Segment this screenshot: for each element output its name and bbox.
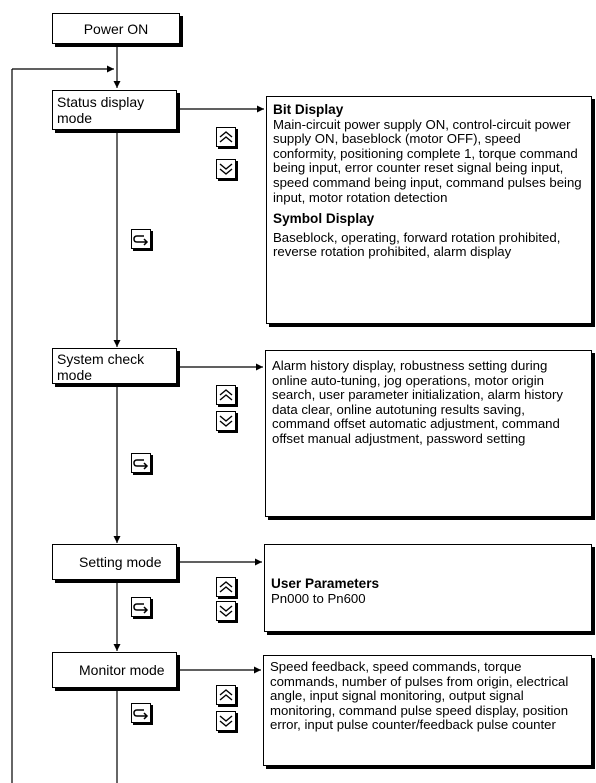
return-arrow-icon[interactable]	[131, 597, 151, 617]
return-arrow-icon[interactable]	[131, 453, 151, 473]
setting-mode-label: Setting mode	[79, 554, 162, 570]
double-chevron-down-icon[interactable]	[216, 711, 236, 731]
status-display-mode-label: Status display mode	[57, 94, 145, 126]
monitor-info-box: Speed feedback, speed commands, torque c…	[263, 655, 592, 766]
user-parameters-title: User Parameters	[271, 576, 380, 591]
system-check-mode-label: System check mode	[57, 351, 145, 383]
bit-display-title: Bit Display	[273, 102, 344, 117]
bit-display-text: Main-circuit power supply ON, control-ci…	[273, 116, 582, 205]
symbol-display-title: Symbol Display	[273, 211, 375, 227]
monitor-mode-label: Monitor mode	[79, 662, 165, 678]
double-chevron-up-icon[interactable]	[216, 385, 236, 405]
monitor-text: Speed feedback, speed commands, torque c…	[270, 659, 569, 733]
double-chevron-down-icon[interactable]	[216, 411, 236, 431]
power-on-box: Power ON	[52, 13, 180, 44]
status-info-box: Bit Display Main-circuit power supply ON…	[266, 96, 592, 324]
symbol-display-text: Baseblock, operating, forward rotation p…	[273, 229, 561, 260]
setting-info-box: User Parameters Pn000 to Pn600	[264, 544, 592, 632]
setting-mode-box: Setting mode	[52, 544, 177, 580]
double-chevron-up-icon[interactable]	[216, 685, 236, 705]
system-check-info-box: Alarm history display, robustness settin…	[265, 350, 592, 517]
double-chevron-down-icon[interactable]	[216, 159, 236, 179]
double-chevron-up-icon[interactable]	[216, 577, 236, 597]
user-parameters-range: Pn000 to Pn600	[271, 590, 366, 606]
power-on-label: Power ON	[83, 20, 149, 37]
return-arrow-icon[interactable]	[131, 703, 151, 723]
system-check-text: Alarm history display, robustness settin…	[272, 358, 563, 446]
return-arrow-icon[interactable]	[131, 229, 151, 249]
monitor-mode-box: Monitor mode	[52, 652, 177, 688]
double-chevron-up-icon[interactable]	[216, 127, 236, 147]
double-chevron-down-icon[interactable]	[216, 601, 236, 621]
status-display-mode-box: Status display mode	[52, 90, 177, 130]
system-check-mode-box: System check mode	[52, 348, 177, 384]
